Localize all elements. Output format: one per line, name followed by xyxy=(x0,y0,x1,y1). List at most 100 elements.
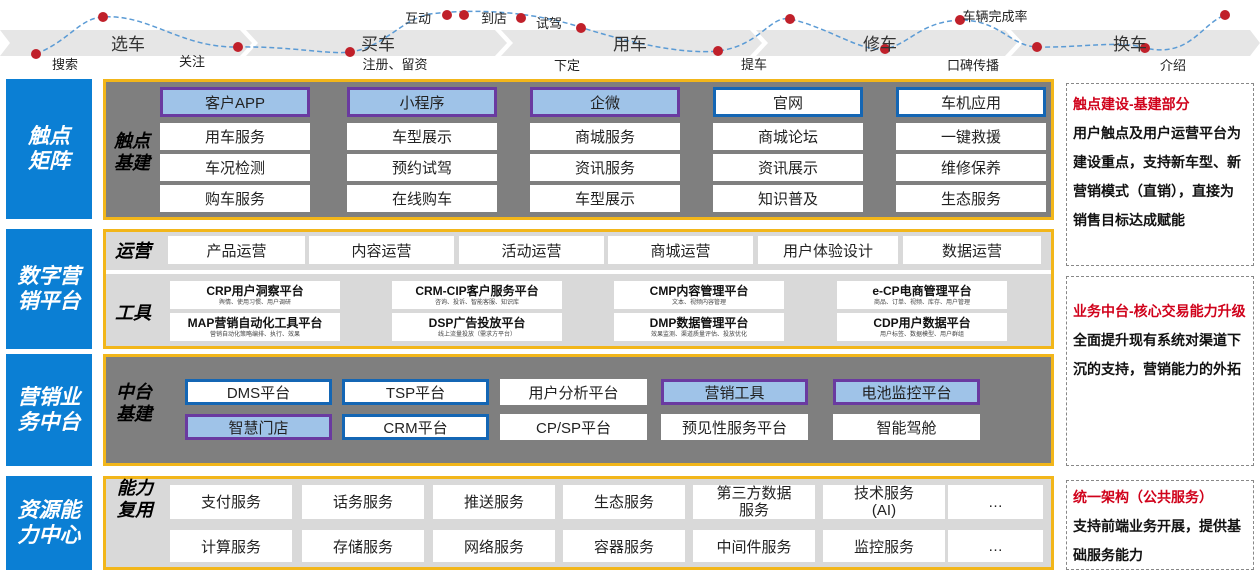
ops-item: 用户体验设计 xyxy=(758,236,898,264)
touch-service-item: 商城论坛 xyxy=(713,123,863,150)
resource-service-item: 第三方数据 服务 xyxy=(693,485,815,519)
middle-platform-item: DMS平台 xyxy=(185,379,332,405)
tool-platform-desc: 文本、视频内容管理 xyxy=(671,300,726,306)
journey-touchpoint: 试驾 xyxy=(535,16,563,31)
note-title: 统一架构（公共服务） xyxy=(1073,489,1213,505)
touch-channel-head: 企微 xyxy=(530,87,680,117)
tool-platform-desc: 线上流量投放（需求方平台） xyxy=(437,332,516,338)
journey-touchpoint: 口碑传播 xyxy=(946,58,1000,73)
tool-platform-name: MAP营销自动化工具平台 xyxy=(187,316,323,330)
touch-infra-label: 触点 基建 xyxy=(114,131,150,173)
tool-platform-name: e-CP电商管理平台 xyxy=(872,284,972,298)
layer-digital-marketing-platform: 数字营 销平台 xyxy=(6,229,92,349)
layer-resource-capability-center: 资源能 力中心 xyxy=(6,476,92,570)
tool-platform-desc: 营销自动化策略编排、执行、效果 xyxy=(209,332,300,338)
touch-service-item: 一键救援 xyxy=(896,123,1046,150)
middle-platform-item: 营销工具 xyxy=(661,379,808,405)
touch-service-item: 车况检测 xyxy=(160,154,310,181)
journey-stage: 选车 xyxy=(111,35,145,54)
capability-reuse-label: 能力 复用 xyxy=(117,478,153,520)
layer-touchpoint-matrix: 触点 矩阵 xyxy=(6,79,92,219)
tool-platform-name: DMP数据管理平台 xyxy=(649,316,749,330)
tool-platform-desc: 咨询、投诉、智能客服、知识库 xyxy=(434,300,519,306)
middle-platform-item: CRM平台 xyxy=(342,414,489,440)
ops-item: 商城运营 xyxy=(608,236,753,264)
touch-service-item: 车型展示 xyxy=(347,123,497,150)
touch-service-item: 预约试驾 xyxy=(347,154,497,181)
journey-touchpoint: 关注 xyxy=(178,54,206,69)
note-body: 用户触点及用户运营平台为建设重点，支持新车型、新营销模式（直销），直接为销售目标… xyxy=(1073,125,1241,228)
journey-touchpoint: 搜索 xyxy=(51,57,79,72)
tool-platform: DSP广告投放平台线上流量投放（需求方平台） xyxy=(392,313,562,341)
journey-stage: 修车 xyxy=(863,35,897,54)
touch-service-item: 资讯展示 xyxy=(713,154,863,181)
middle-platform-item: TSP平台 xyxy=(342,379,489,405)
middle-platform-item: 用户分析平台 xyxy=(500,379,647,405)
middle-platform-item: 电池监控平台 xyxy=(833,379,980,405)
note-body: 支持前端业务开展，提供基础服务能力 xyxy=(1073,518,1241,563)
journey-stage: 换车 xyxy=(1113,35,1147,54)
touch-service-item: 维修保养 xyxy=(896,154,1046,181)
resource-service-item: 存储服务 xyxy=(302,530,424,562)
tool-platform: MAP营销自动化工具平台营销自动化策略编排、执行、效果 xyxy=(170,313,340,341)
resource-service-item: 监控服务 xyxy=(823,530,945,562)
journey-touchpoint: 注册、留资 xyxy=(362,57,428,72)
journey-touchpoint: 到店 xyxy=(480,11,508,26)
journey-touchpoint: 车辆完成率 xyxy=(962,9,1028,24)
note-touchpoint: 触点建设-基建部分 用户触点及用户运营平台为建设重点，支持新车型、新营销模式（直… xyxy=(1066,83,1254,266)
journey-stage: 用车 xyxy=(613,35,647,54)
tool-platform-desc: 用户标签、数据模型、用户群组 xyxy=(879,332,964,338)
journey-chevrons xyxy=(0,30,1260,56)
tool-platform: CRP用户洞察平台舆情、使用习惯、用户调研 xyxy=(170,281,340,309)
resource-service-item: 容器服务 xyxy=(563,530,685,562)
row-separator xyxy=(106,270,1051,274)
middle-platform-item: CP/SP平台 xyxy=(500,414,647,440)
journey-stage: 买车 xyxy=(361,35,395,54)
tool-platform: CDP用户数据平台用户标签、数据模型、用户群组 xyxy=(837,313,1007,341)
resource-service-item: 技术服务 (AI) xyxy=(823,485,945,519)
tool-platform-name: CMP内容管理平台 xyxy=(649,284,749,298)
note-title: 业务中台-核心交易能力升级 xyxy=(1073,303,1246,319)
layer-label: 资源能 力中心 xyxy=(17,499,81,547)
touch-channel-head: 小程序 xyxy=(347,87,497,117)
touch-service-item: 知识普及 xyxy=(713,185,863,212)
tool-platform-name: CRM-CIP客户服务平台 xyxy=(415,284,539,298)
layer-label: 营销业 务中台 xyxy=(17,386,81,434)
layer-label: 数字营 销平台 xyxy=(17,265,81,313)
resource-service-item: 计算服务 xyxy=(170,530,292,562)
journey-touchpoint: 互动 xyxy=(404,11,432,26)
tool-platform-desc: 舆情、使用习惯、用户调研 xyxy=(218,300,291,306)
resource-service-item: 网络服务 xyxy=(433,530,555,562)
resource-service-item: 支付服务 xyxy=(170,485,292,519)
middle-platform-item: 智能驾舱 xyxy=(833,414,980,440)
tool-platform: e-CP电商管理平台商品、订单、视频、库存、用户管理 xyxy=(837,281,1007,309)
customer-journey-banner xyxy=(0,10,1260,59)
ops-label: 运营 xyxy=(115,241,151,261)
tool-platform-desc: 商品、订单、视频、库存、用户管理 xyxy=(873,300,970,306)
layer-marketing-middle-platform: 营销业 务中台 xyxy=(6,354,92,466)
note-unified-architecture: 统一架构（公共服务） 支持前端业务开展，提供基础服务能力 xyxy=(1066,480,1254,570)
tool-platform: CMP内容管理平台文本、视频内容管理 xyxy=(614,281,784,309)
note-middle-platform: 业务中台-核心交易能力升级 全面提升现有系统对渠道下沉的支持，营销能力的外拓 xyxy=(1066,276,1254,466)
tool-platform-name: CRP用户洞察平台 xyxy=(206,284,304,298)
touch-channel-head: 官网 xyxy=(713,87,863,117)
middle-platform-item: 智慧门店 xyxy=(185,414,332,440)
ops-item: 内容运营 xyxy=(309,236,454,264)
touch-service-item: 在线购车 xyxy=(347,185,497,212)
touch-service-item: 商城服务 xyxy=(530,123,680,150)
tool-platform-name: CDP用户数据平台 xyxy=(873,316,971,330)
resource-service-item: 生态服务 xyxy=(563,485,685,519)
journey-touchpoint: 提车 xyxy=(740,57,768,72)
note-title: 触点建设-基建部分 xyxy=(1073,96,1190,112)
touch-service-item: 车型展示 xyxy=(530,185,680,212)
touch-service-item: 资讯服务 xyxy=(530,154,680,181)
middle-platform-item: 预见性服务平台 xyxy=(661,414,808,440)
resource-service-item: … xyxy=(948,485,1043,519)
tool-platform-name: DSP广告投放平台 xyxy=(428,316,526,330)
resource-service-item: 推送服务 xyxy=(433,485,555,519)
journey-touchpoint: 下定 xyxy=(553,58,581,73)
tool-platform-desc: 效果监测、渠道质量评估、投放优化 xyxy=(650,332,747,338)
touch-channel-head: 车机应用 xyxy=(896,87,1046,117)
resource-service-item: 话务服务 xyxy=(302,485,424,519)
touch-service-item: 用车服务 xyxy=(160,123,310,150)
